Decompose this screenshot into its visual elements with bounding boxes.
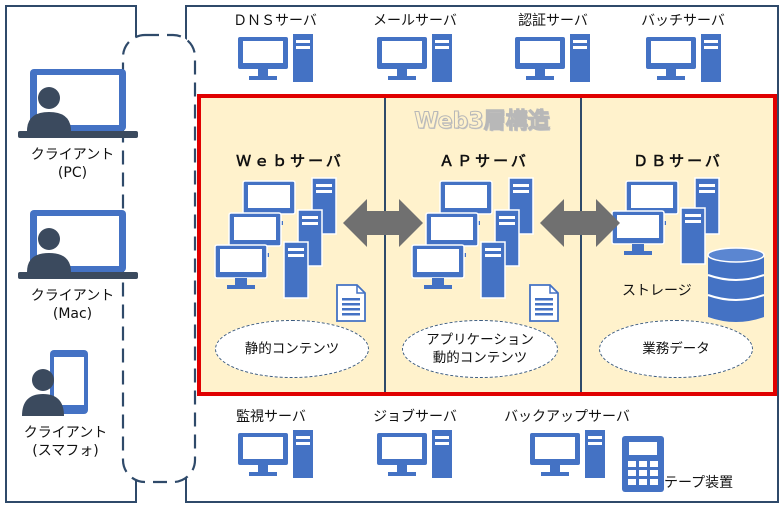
business-data-ellipse: 業務データ <box>599 320 753 378</box>
ap-server-title: ＡＰサーバ <box>439 152 529 170</box>
batch-server-label: バッチサーバ <box>641 13 725 29</box>
ap-db-arrow <box>540 199 620 247</box>
backup-server-label: バックアップサーバ <box>504 409 630 425</box>
static-content-label: 静的コンテンツ <box>244 341 340 357</box>
client-pc-label: クライアント(PC) <box>30 147 115 181</box>
dynamic-content-label: アプリケーション 動的コンテンツ <box>426 332 534 366</box>
monitoring-server-label: 監視サーバ <box>236 409 306 425</box>
tape-device-label: テープ装置 <box>664 475 734 491</box>
dns-server-icon <box>238 34 313 82</box>
job-server-icon <box>377 430 452 478</box>
ap-server-cluster-icon <box>411 177 534 299</box>
architecture-title: Web3層構造 <box>414 109 550 135</box>
web-server-title: Ｗｅｂサーバ <box>236 152 344 170</box>
storage-label: ストレージ <box>622 283 692 299</box>
mail-server-label: メールサーバ <box>373 13 457 29</box>
dynamic-content-ellipse: アプリケーション 動的コンテンツ <box>402 320 558 378</box>
web-server-cluster-icon <box>214 177 337 299</box>
dynamic-document-icon <box>529 284 559 322</box>
client-pc-icon <box>18 69 138 138</box>
business-data-label: 業務データ <box>642 341 710 357</box>
dns-server-label: ＤＮＳサーバ <box>233 13 317 29</box>
tier-divider-1 <box>384 98 386 392</box>
backup-server-icon <box>530 430 605 478</box>
client-smartphone-label: クライアント(スマフォ) <box>23 425 108 459</box>
monitoring-server-icon <box>238 430 313 478</box>
mail-server-icon <box>377 34 452 82</box>
batch-server-icon <box>646 34 721 82</box>
static-document-icon <box>336 284 366 322</box>
auth-server-label: 認証サーバ <box>518 13 588 29</box>
client-mac-icon <box>18 210 138 279</box>
tape-device-icon <box>622 436 664 492</box>
tier-divider-2 <box>580 98 582 392</box>
client-smartphone-icon <box>22 350 88 416</box>
job-server-label: ジョブサーバ <box>373 409 457 425</box>
db-server-icon <box>611 177 720 265</box>
client-mac-label: クライアント(Mac) <box>30 288 115 322</box>
db-server-title: ＤＢサーバ <box>633 152 723 170</box>
database-storage-icon <box>707 247 765 322</box>
static-content-ellipse: 静的コンテンツ <box>215 320 369 378</box>
auth-server-icon <box>515 34 590 82</box>
web-ap-arrow <box>343 199 423 247</box>
